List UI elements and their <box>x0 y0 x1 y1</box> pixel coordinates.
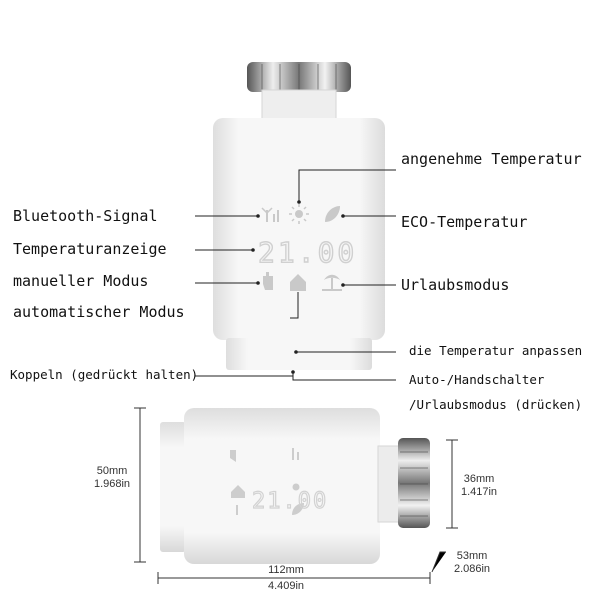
label-adjust: die Temperatur anpassen <box>409 343 583 358</box>
display-icons <box>261 204 342 291</box>
side-chrome-nut <box>398 438 430 528</box>
dim-head-in: 1.417in <box>460 486 498 498</box>
side-digits: 21.00 <box>252 489 328 514</box>
label-automatic: automatischer Modus <box>13 303 185 321</box>
label-eco: ECO-Temperatur <box>401 213 528 231</box>
label-switch-1: Auto-/Handschalter <box>409 372 545 387</box>
side-body <box>184 408 380 564</box>
thermostat-front-view: 21.00 <box>195 62 396 381</box>
digit-display: 21.00 <box>258 236 357 269</box>
label-comfort: angenehme Temperatur <box>401 150 582 168</box>
dim-height: 50mm 1.968in <box>88 465 136 491</box>
dim-length-in: 4.409in <box>267 580 305 592</box>
dim-height-mm: 50mm <box>96 465 128 477</box>
leaf-icon <box>325 206 340 222</box>
dim-nut-mm: 53mm <box>456 550 488 562</box>
dimension-lines <box>134 407 458 584</box>
bluetooth-icon <box>261 207 279 222</box>
dim-head: 36mm 1.417in <box>455 473 503 499</box>
label-temp-display: Temperaturanzeige <box>13 240 167 258</box>
hand-icon <box>263 272 273 290</box>
dim-height-in: 1.968in <box>93 478 131 490</box>
palm-icon <box>322 274 342 291</box>
label-pair: Koppeln (gedrückt halten) <box>10 367 199 382</box>
back-cap <box>160 422 186 552</box>
sun-icon <box>289 204 309 224</box>
label-manual: manueller Modus <box>13 272 149 290</box>
adjust-ring <box>226 338 372 370</box>
dim-nut: 53mm 2.086in <box>448 550 496 576</box>
label-bluetooth: Bluetooth-Signal <box>13 207 158 225</box>
house-icon <box>290 274 306 291</box>
dim-head-mm: 36mm <box>463 473 495 485</box>
side-neck <box>377 445 401 523</box>
main-body <box>213 118 385 340</box>
dim-nut-in: 2.086in <box>453 563 491 575</box>
label-vacation: Urlaubsmodus <box>401 276 510 294</box>
leader-lines <box>195 169 396 381</box>
neck <box>261 89 337 121</box>
label-switch-2: /Urlaubsmodus (drücken) <box>409 397 583 412</box>
dim-length-mm: 112mm <box>268 564 304 576</box>
thermostat-side-view: 21.00 <box>134 407 458 584</box>
